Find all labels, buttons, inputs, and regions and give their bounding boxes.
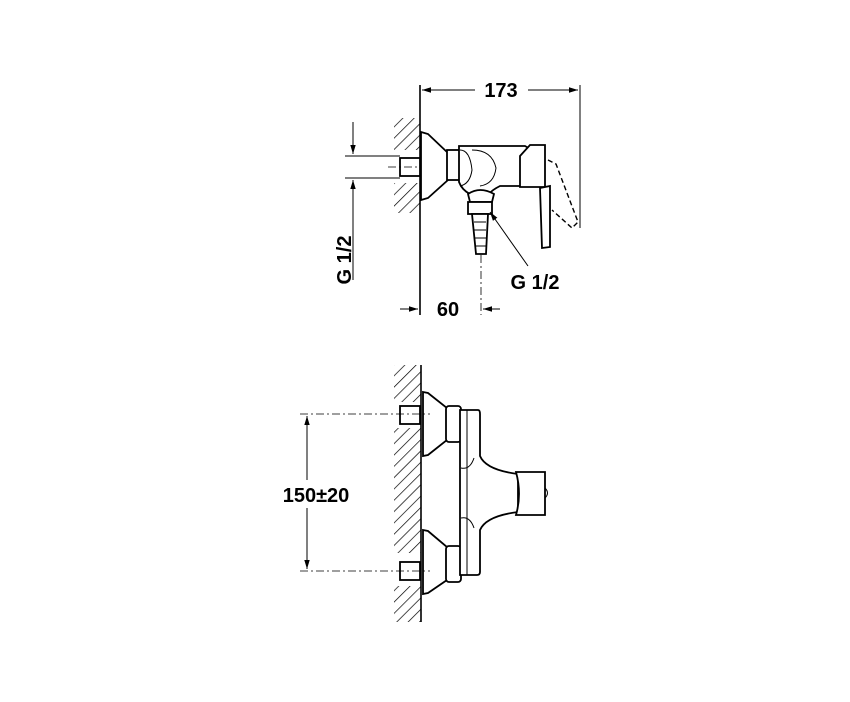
inlet-pin-top	[399, 405, 421, 425]
dim-outlet-thread: G 1/2	[511, 272, 560, 294]
nut-top	[445, 405, 462, 443]
outlet-elbow	[466, 189, 496, 203]
wall-hatch	[394, 118, 420, 150]
side-view: 173 G 1/2 G 1/2 60	[334, 80, 581, 321]
flange-top	[422, 390, 448, 458]
control-cap	[514, 471, 546, 516]
flange-bottom	[422, 528, 448, 596]
outlet-threaded-nipple	[471, 213, 489, 255]
wall-hatch	[394, 586, 421, 622]
wall-hatch	[394, 428, 421, 553]
dim-inlet-thread: G 1/2	[334, 236, 356, 285]
wall-hatch	[394, 365, 421, 402]
wall-flange	[420, 130, 449, 202]
outlet-nut	[467, 201, 493, 215]
dim-width-173: 173	[484, 80, 517, 102]
mixer-body	[459, 409, 519, 576]
lever-open-position	[547, 159, 579, 229]
handle-block	[519, 144, 546, 188]
lever	[539, 184, 551, 250]
nut-bottom	[445, 545, 462, 583]
dim-depth-60: 60	[437, 299, 459, 321]
wall-hatch	[394, 183, 420, 213]
dim-centers-150: 150±20	[283, 485, 350, 507]
front-view: 150±20	[283, 365, 548, 622]
